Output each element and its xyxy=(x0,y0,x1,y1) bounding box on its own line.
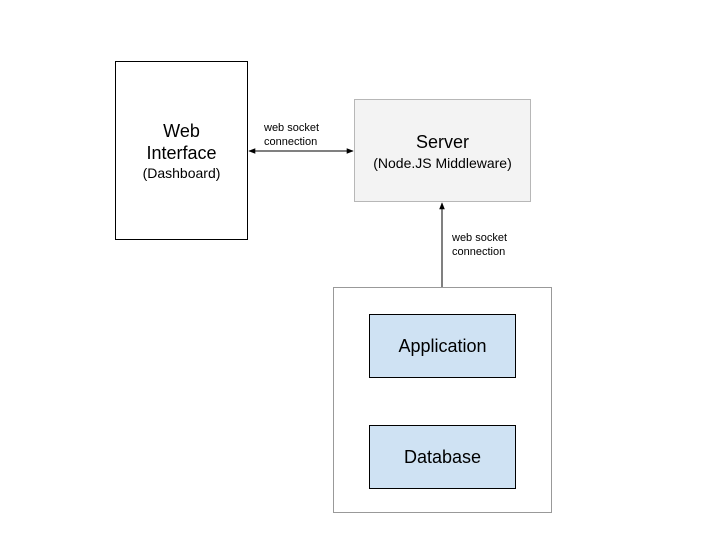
web-interface-title-line1: Web xyxy=(163,120,200,141)
edge-label-server-application: web socket connection xyxy=(452,231,507,259)
edge-label-web-server-line1: web socket xyxy=(264,122,320,134)
edge-label-web-server: web socket connection xyxy=(264,121,319,149)
server-node: Server (Node.JS Middleware) xyxy=(354,99,531,202)
database-node: Database xyxy=(369,425,516,489)
server-subtitle: (Node.JS Middleware) xyxy=(373,154,512,171)
web-interface-node: Web Interface (Dashboard) xyxy=(115,61,248,240)
server-title: Server xyxy=(415,131,469,152)
edge-label-web-server-line2: connection xyxy=(264,136,318,148)
edge-label-server-application-line1: web socket xyxy=(452,232,508,244)
edge-label-server-application-line2: connection xyxy=(452,246,506,258)
web-interface-subtitle: (Dashboard) xyxy=(142,164,221,181)
web-interface-title-line2: Interface xyxy=(146,142,217,163)
application-node: Application xyxy=(369,314,516,378)
